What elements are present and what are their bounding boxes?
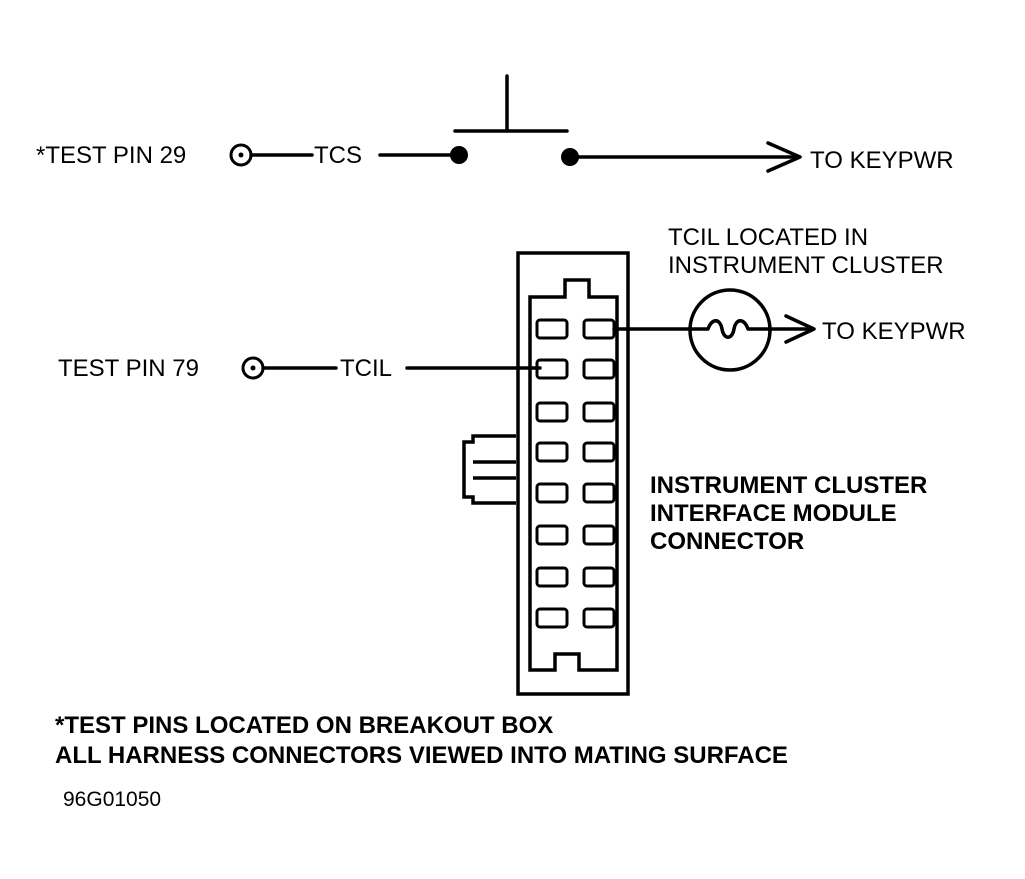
tcs-arrow-icon [766, 141, 802, 173]
cavity [535, 441, 569, 463]
cavity [535, 401, 569, 423]
cavity [535, 482, 569, 504]
tcil-location-note-line1: TCIL LOCATED IN [668, 224, 868, 251]
tcil-destination-label: TO KEYPWR [822, 318, 966, 345]
connector-label-line1: INSTRUMENT CLUSTER [650, 472, 927, 499]
cavity [535, 358, 569, 380]
footnote-line1: *TEST PINS LOCATED ON BREAKOUT BOX [55, 712, 553, 739]
connector-cavities [535, 318, 616, 629]
cavity [535, 607, 569, 629]
cavity [582, 524, 616, 546]
tcil-wire-label: TCIL [340, 355, 392, 382]
figure-id: 96G01050 [63, 788, 161, 811]
connector-label-line2: INTERFACE MODULE [650, 500, 897, 527]
interface-module-connector [462, 251, 630, 696]
cavity [535, 566, 569, 588]
test-pin-79-terminal-icon [241, 356, 265, 380]
cavity [582, 318, 616, 340]
tcil-arrow-icon [784, 314, 816, 344]
cavity [582, 566, 616, 588]
cavity [535, 318, 569, 340]
tcil-lamp-icon [688, 288, 772, 372]
tcs-wire-label: TCS [314, 142, 362, 169]
test-pin-79-label: TEST PIN 79 [58, 355, 199, 382]
cavity [582, 441, 616, 463]
tcil-location-note-line2: INSTRUMENT CLUSTER [668, 252, 944, 279]
cavity [582, 607, 616, 629]
cavity [582, 482, 616, 504]
cavity [582, 401, 616, 423]
test-pin-29-label: *TEST PIN 29 [36, 142, 186, 169]
test-pin-29-terminal-icon [229, 143, 253, 167]
footnote-line2: ALL HARNESS CONNECTORS VIEWED INTO MATIN… [55, 742, 788, 769]
tcs-switch-icon [450, 74, 579, 166]
cavity [582, 358, 616, 380]
connector-label-line3: CONNECTOR [650, 528, 804, 555]
cavity [535, 524, 569, 546]
tcs-destination-label: TO KEYPWR [810, 147, 954, 174]
